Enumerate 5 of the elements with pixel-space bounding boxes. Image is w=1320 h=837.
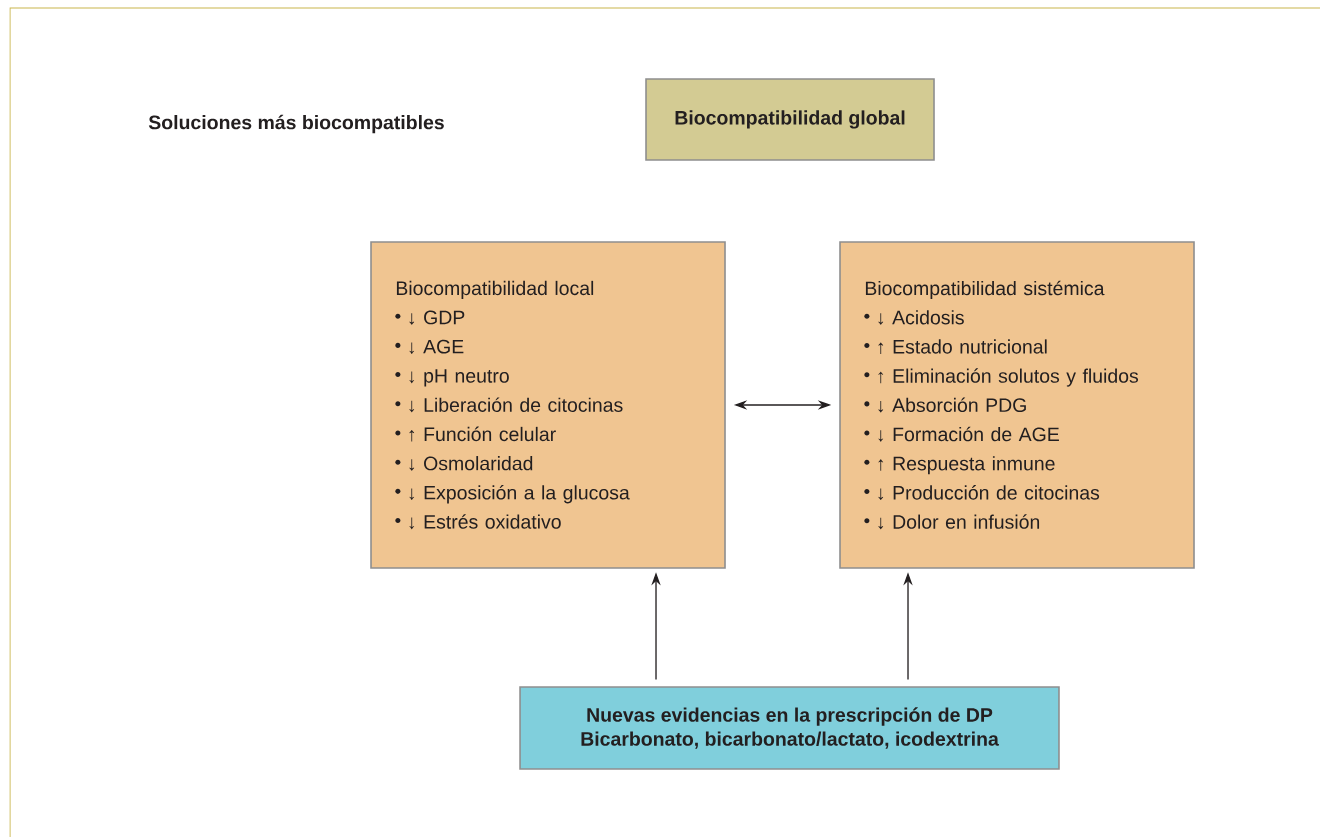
source-box: Nuevas evidencias en la prescripción de DP Bicarbonato, bicarbonato/lactato, icodextrina xyxy=(519,686,1060,770)
list-box: Biocompatibilidad sistémica ↓ Acidosis ↑ Estado nutricional ↑ Eliminación solutos y fluidos ↓ Absorción PDG ↓ Formación de AGE ↑ Respuesta inmune ↓ Producción de citocinas ↓ Dolor en infusión xyxy=(839,241,1195,569)
list-box: Biocompatibilidad local ↓ GDP ↓ AGE ↓ pH neutro ↓ Liberación de citocinas ↑ Función celular ↓ Osmolaridad ↓ Exposición a la glucosa ↓ Estrés oxidativo xyxy=(370,241,726,569)
title-box: Biocompatibilidad global xyxy=(645,78,935,161)
heading-text: Soluciones más biocompatibles xyxy=(148,114,444,134)
